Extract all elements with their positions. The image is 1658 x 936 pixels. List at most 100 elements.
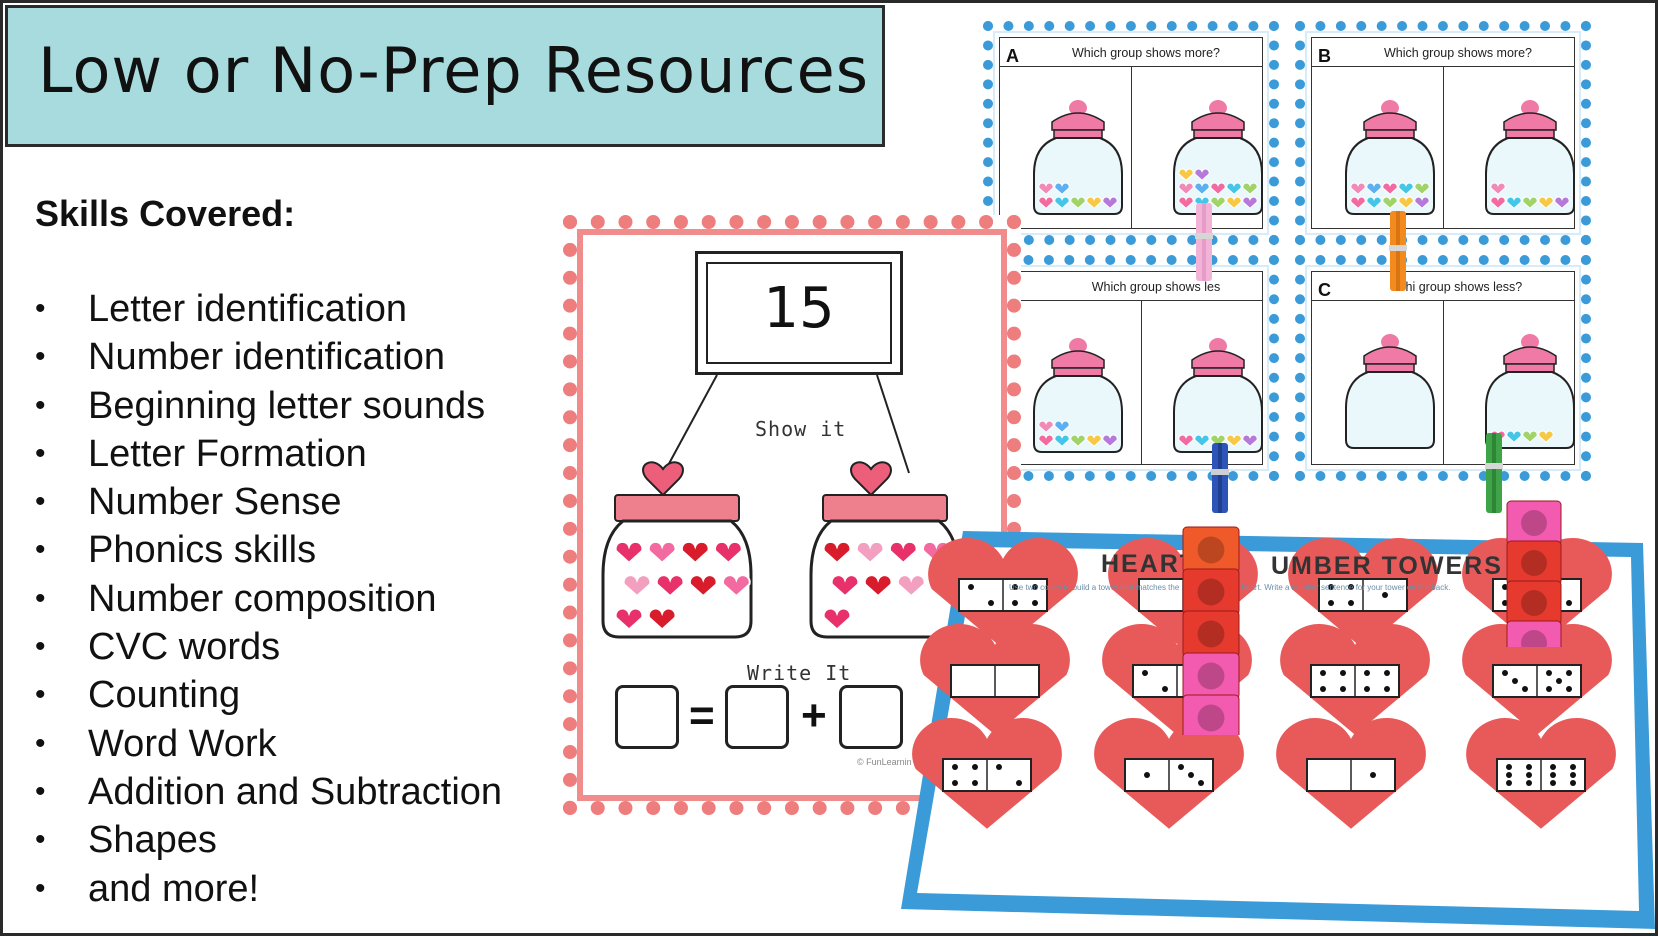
- card-question: Which group shows les: [1091, 280, 1221, 294]
- skill-label: Word Work: [88, 722, 277, 765]
- bullet-icon: •: [35, 388, 46, 422]
- heart-icon: [655, 574, 685, 598]
- cube-tower-left: [1182, 526, 1240, 735]
- heart-icon: [1038, 420, 1054, 433]
- heart-icon: [1366, 182, 1382, 195]
- skill-label: Number Sense: [88, 481, 342, 524]
- number-box: 15: [695, 251, 903, 375]
- heart-icon: [1194, 434, 1210, 447]
- heart-icon: [647, 607, 677, 631]
- target-number: 15: [763, 276, 835, 341]
- heart-icon: [1054, 182, 1070, 195]
- heart-icon: [1054, 434, 1070, 447]
- jar-illustration: [1345, 334, 1435, 449]
- jar-illustration: [1033, 338, 1123, 453]
- bullet-icon: •: [35, 726, 46, 760]
- heart-icon: [647, 540, 677, 565]
- heart-icon: [1242, 196, 1258, 209]
- heart-icon: [1506, 430, 1522, 443]
- heart-icon: [1102, 196, 1118, 209]
- jar-illustration: [1485, 100, 1575, 215]
- jar-illustration: [1345, 100, 1435, 215]
- clothespin-pink: [1195, 203, 1213, 281]
- heart-icon: [1194, 196, 1210, 209]
- task-card-b: B Which group shows more?: [1295, 21, 1591, 245]
- heart-icon: [1554, 196, 1570, 209]
- skill-label: Phonics skills: [88, 529, 317, 572]
- skill-label: Shapes: [88, 819, 217, 862]
- heart-icon: [1538, 196, 1554, 209]
- mat-title-right: UMBER TOWERS: [1271, 552, 1503, 580]
- card-question: Which group shows more?: [1384, 46, 1532, 60]
- heart-icon: [822, 607, 852, 631]
- heart-icon: [1506, 196, 1522, 209]
- heart-icon: [1226, 196, 1242, 209]
- heart-icon: [863, 574, 893, 598]
- heart-icon: [1178, 182, 1194, 195]
- skill-label: and more!: [88, 867, 260, 910]
- heart-icon: [680, 540, 710, 565]
- heart-icon: [1054, 420, 1070, 433]
- skill-label: Beginning letter sounds: [88, 384, 486, 427]
- cube-tower-right: [1506, 500, 1562, 647]
- write-it-label: Write It: [747, 661, 852, 685]
- heart-icon: [1178, 168, 1194, 181]
- heart-icon: [1522, 430, 1538, 443]
- copyright-text: © FunLearnin: [857, 757, 912, 767]
- linking-cube: [1182, 694, 1240, 735]
- skill-label: Addition and Subtraction: [88, 770, 503, 813]
- heart-icon: [1086, 196, 1102, 209]
- heart-icon: [614, 607, 644, 631]
- bullet-icon: •: [35, 678, 46, 712]
- answer-box-part-2[interactable]: [839, 685, 903, 749]
- jar-illustration: [1173, 338, 1263, 453]
- answer-box-total[interactable]: [615, 685, 679, 749]
- skills-heading: Skills Covered:: [35, 193, 296, 234]
- skill-label: Counting: [88, 674, 241, 717]
- card-question: Which group shows more?: [1072, 46, 1220, 60]
- jar-right: [809, 461, 961, 639]
- bullet-icon: •: [35, 630, 46, 664]
- bullet-icon: •: [35, 340, 46, 374]
- heart-icon: [896, 574, 926, 598]
- heart-icon: [1490, 182, 1506, 195]
- title-banner: Low or No-Prep Resources: [5, 5, 885, 147]
- heart-icon: [1070, 434, 1086, 447]
- heart-icon: [855, 540, 885, 565]
- bullet-icon: •: [35, 292, 46, 325]
- skill-label: Number identification: [88, 336, 445, 379]
- heart-icon: [1398, 182, 1414, 195]
- skill-label: Letter Formation: [88, 432, 367, 475]
- heart-icon: [1178, 196, 1194, 209]
- heart-icon: [614, 540, 644, 565]
- equals-sign: =: [689, 691, 715, 740]
- task-card-a: A Which group shows more?: [983, 21, 1279, 245]
- card-letter: B: [1318, 46, 1331, 66]
- skill-label: CVC words: [88, 626, 281, 669]
- heart-icon: [1350, 196, 1366, 209]
- heart-icon: [1038, 434, 1054, 447]
- heart-icon: [888, 540, 918, 565]
- task-card-c1: Which group shows les: [1003, 255, 1279, 481]
- heart-icon: [1038, 196, 1054, 209]
- heart-icon: [1242, 182, 1258, 195]
- bullet-icon: •: [35, 581, 46, 615]
- heart-icon: [1102, 434, 1118, 447]
- heart-icon: [830, 574, 860, 598]
- heart-icon: [1366, 196, 1382, 209]
- clothespin-green: [1485, 433, 1503, 513]
- clothespin-blue: [1211, 443, 1229, 513]
- answer-box-part-1[interactable]: [725, 685, 789, 749]
- jar-left: [601, 461, 753, 639]
- card-question: Whi group shows less?: [1393, 280, 1523, 294]
- heart-icon: [1382, 182, 1398, 195]
- number-towers-mat: [901, 531, 1655, 929]
- heart-icon: [1210, 196, 1226, 209]
- show-it-label: Show it: [755, 417, 847, 441]
- page-title: Low or No-Prep Resources: [38, 34, 870, 107]
- heart-icon: [1038, 182, 1054, 195]
- plus-sign: +: [801, 691, 827, 740]
- heart-icon: [1178, 434, 1194, 447]
- bullet-icon: •: [35, 871, 46, 905]
